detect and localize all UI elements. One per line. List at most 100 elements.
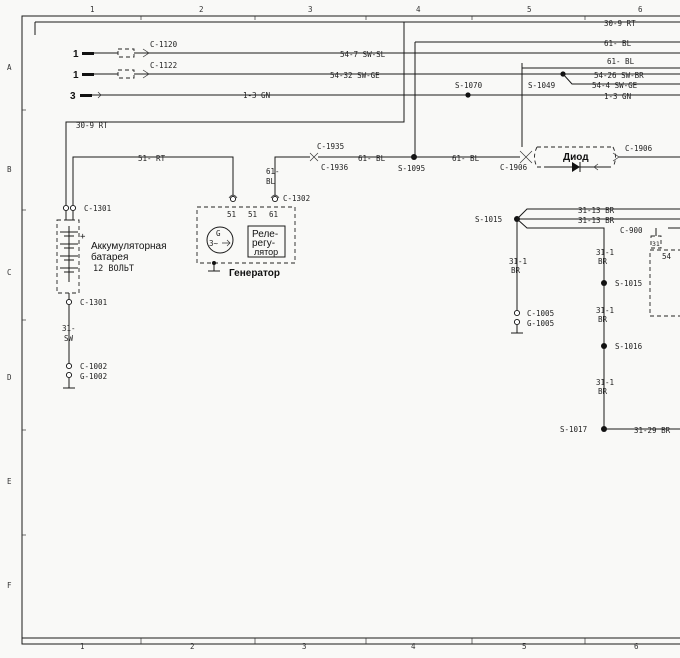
col-label-4-bottom: 4 bbox=[411, 642, 416, 651]
connector-c1906-b: C-1906 bbox=[625, 144, 653, 153]
connector-c1302: C-1302 bbox=[283, 194, 310, 203]
col-label-3-bottom: 3 bbox=[302, 642, 307, 651]
gen-symbol-g: G bbox=[216, 229, 221, 238]
splice-s1070: S-1070 bbox=[455, 81, 483, 90]
wire-label-31-13-b: 31-13 BR bbox=[578, 216, 615, 225]
wire-label-31-1-d2: BR bbox=[598, 387, 608, 396]
row-label-f: F bbox=[7, 581, 12, 590]
wire-label-61-vert-a: 61- bbox=[266, 167, 280, 176]
row-label-e: E bbox=[7, 477, 12, 486]
gen-pin-51-b: 51 bbox=[248, 210, 257, 219]
wire-label-54-4: 54-4 SW-GE bbox=[592, 81, 638, 90]
col-label-1-bottom: 1 bbox=[80, 642, 85, 651]
col-label-3-top: 3 bbox=[308, 5, 313, 14]
wire-label-31-1-d1: 31-1 bbox=[596, 378, 614, 387]
connector-c1301-bottom: C-1301 bbox=[80, 298, 107, 307]
gen-pin-51-a: 51 bbox=[227, 210, 236, 219]
generator-symbol bbox=[206, 226, 234, 254]
col-label-2-bottom: 2 bbox=[190, 642, 195, 651]
connector-c1002: C-1002 bbox=[80, 362, 107, 371]
wire-label-54-7: 54-7 SW-SL bbox=[340, 50, 386, 59]
input-marker-1: 1 bbox=[73, 49, 79, 60]
splice-s1070-dot bbox=[465, 92, 471, 98]
diode-label: Диод bbox=[563, 152, 589, 163]
col-label-4-top: 4 bbox=[416, 5, 421, 14]
gen-pin-61: 61 bbox=[269, 210, 278, 219]
wire-label-30-9-left: 30-9 RT bbox=[76, 121, 108, 130]
splice-s1016: S-1016 bbox=[615, 342, 643, 351]
c900-pin: 31 bbox=[652, 240, 660, 248]
wire-label-1-3-left: 1-3 GN bbox=[243, 91, 270, 100]
row-label-d: D bbox=[7, 373, 12, 382]
wire-label-31-sw-1: 31- bbox=[62, 324, 76, 333]
wire-label-31-13-a: 31-13 BR bbox=[578, 206, 615, 215]
generator-label: Генератор bbox=[229, 268, 280, 279]
wire-label-31-1-b1: 31-1 bbox=[596, 248, 614, 257]
row-label-a: A bbox=[7, 63, 12, 72]
wire-label-31-1-c1: 31-1 bbox=[596, 306, 614, 315]
connector-c1122: C-1122 bbox=[150, 61, 177, 70]
row-label-c: C bbox=[7, 268, 12, 277]
diagram-frame bbox=[21, 15, 680, 645]
battery-label-2: батарея bbox=[91, 251, 128, 263]
wire-label-61-bl-a: 61- BL bbox=[358, 154, 386, 163]
connector-c1005: C-1005 bbox=[527, 309, 554, 318]
input-line-3: 3 1-3 GN S-1070 1-3 GN bbox=[70, 81, 680, 102]
wire-label-31-sw-2: SW bbox=[64, 334, 74, 343]
battery-label-3: 12 ВОЛЬТ bbox=[93, 264, 134, 274]
connector-c900: C-900 bbox=[620, 226, 643, 235]
battery-component: C-1301 + Аккумуляторная батарея 12 ВОЛЬТ… bbox=[56, 204, 167, 389]
connector-c1120: C-1120 bbox=[150, 40, 178, 49]
splice-s1015-a: S-1015 bbox=[475, 215, 502, 224]
col-label-2-top: 2 bbox=[199, 5, 204, 14]
svg-text:+: + bbox=[80, 232, 86, 242]
col-label-6-top: 6 bbox=[638, 5, 643, 14]
regulator-box bbox=[247, 225, 286, 258]
ground-g1005: G-1005 bbox=[527, 319, 554, 328]
input-marker-2: 1 bbox=[73, 70, 79, 81]
connector-c900-group: C-900 31 54 bbox=[620, 226, 680, 317]
battery-label-1: Аккумуляторная bbox=[91, 241, 167, 252]
col-label-6-bottom: 6 bbox=[634, 642, 639, 651]
wire-label-54-32: 54-32 SW-GE bbox=[330, 71, 380, 80]
regulator-label-3: лятор bbox=[254, 247, 278, 257]
wire-label-30-9-top: 30-9 RT bbox=[604, 19, 636, 28]
connector-c1906-a: C-1906 bbox=[500, 163, 528, 172]
col-label-5-top: 5 bbox=[527, 5, 532, 14]
regulator-label-1: Реле- bbox=[252, 229, 278, 240]
wire-label-31-1-b2: BR bbox=[598, 257, 608, 266]
wire-label-61-bl-top: 61- BL bbox=[604, 39, 632, 48]
gen-symbol-3ph: 3~ bbox=[209, 239, 219, 248]
wire-label-31-1-a2: BR bbox=[511, 266, 521, 275]
row-label-b: B bbox=[7, 165, 12, 174]
splice-s1015-b: S-1015 bbox=[615, 279, 642, 288]
wire-label-54-26: 54-26 SW-BR bbox=[594, 71, 644, 80]
wire-label-54: 54 bbox=[662, 252, 672, 261]
connector-c1936: C-1936 bbox=[321, 163, 349, 172]
input-line-1: 1 C-1120 54-7 SW-SL bbox=[73, 40, 680, 60]
connector-c1935: C-1935 bbox=[317, 142, 344, 151]
wire-label-31-1-c2: BR bbox=[598, 315, 608, 324]
grid-ruler: 1 2 3 4 5 6 1 2 3 4 5 6 A B C D E F bbox=[7, 5, 643, 651]
wire-label-61-vert-b: BL bbox=[266, 177, 276, 186]
connector-c1301-top: C-1301 bbox=[84, 204, 111, 213]
wire-label-61-bl-mid: 61- BL bbox=[607, 57, 635, 66]
wire-label-61-bl-b: 61- BL bbox=[452, 154, 480, 163]
ground-network: S-1015 31-13 BR 31-13 BR 31-1 BR C-1005 … bbox=[475, 206, 680, 435]
diode-component: Диод C-1906 C-1906 bbox=[500, 144, 680, 172]
wire-label-31-1-a1: 31-1 bbox=[509, 257, 527, 266]
col-label-5-bottom: 5 bbox=[522, 642, 527, 651]
wire-label-51-rt: 51- RT bbox=[138, 154, 166, 163]
regulator-label-2: регу- bbox=[252, 238, 275, 249]
col-label-1-top: 1 bbox=[90, 5, 95, 14]
wire-label-1-3-right: 1-3 GN bbox=[604, 92, 631, 101]
input-line-2: 1 C-1122 54-32 SW-GE bbox=[73, 61, 680, 81]
wire-label-31-29: 31-29 BR bbox=[634, 426, 671, 435]
ground-g1002: G-1002 bbox=[80, 372, 107, 381]
generator-component: C-1302 51 51 61 G 3~ Реле- регу- лятор Г… bbox=[196, 194, 310, 279]
input-marker-3: 3 bbox=[70, 91, 76, 102]
splice-s1095: S-1095 bbox=[398, 164, 425, 173]
splice-s1049: S-1049 bbox=[528, 81, 555, 90]
